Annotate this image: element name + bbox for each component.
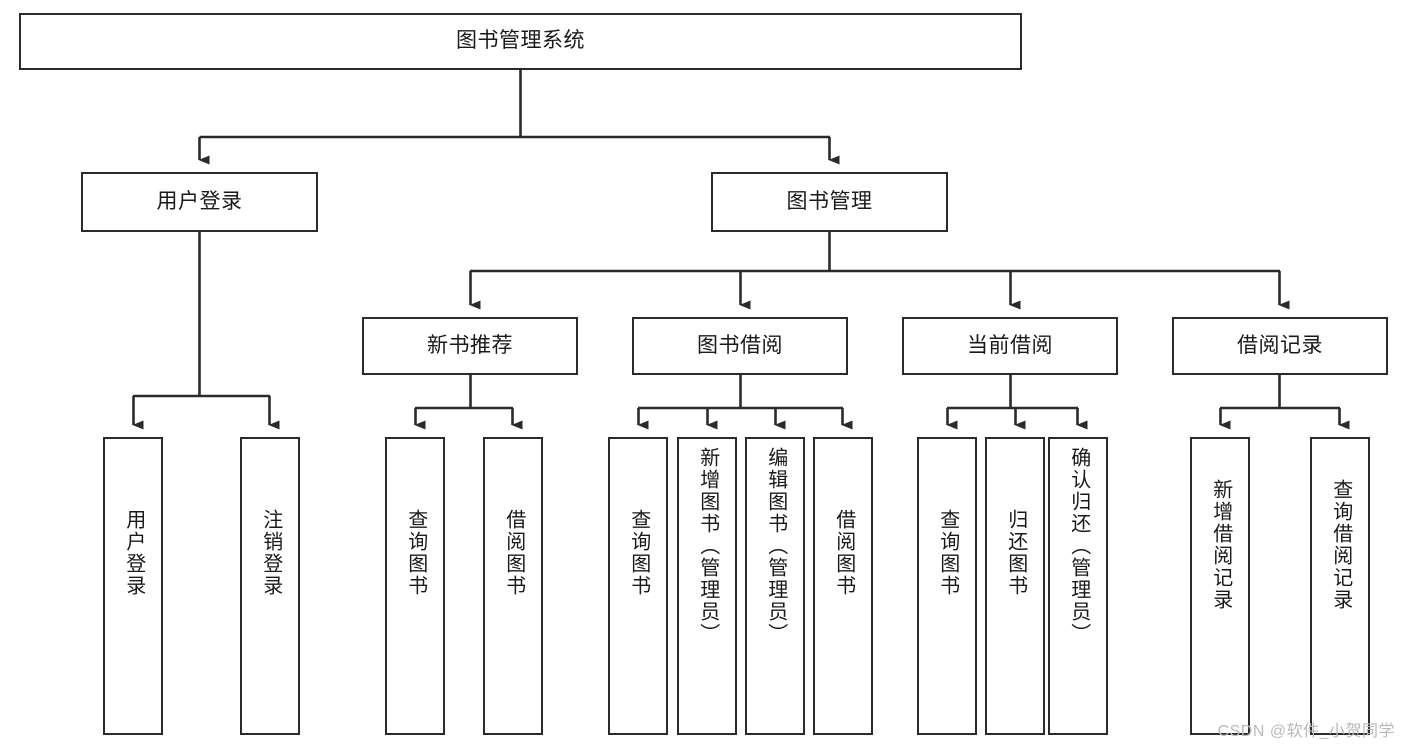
node-book-manage[interactable]: 图书管理	[711, 172, 948, 232]
node-book-borrow-label: 图书借阅	[697, 333, 783, 357]
edge-group-book-manage	[469, 232, 1290, 310]
node-leaf-logout-label: 注销登录	[259, 509, 282, 597]
node-leaf-query-book-current[interactable]: 查询图书	[917, 437, 977, 735]
node-leaf-return-book[interactable]: 归还图书	[985, 437, 1045, 735]
csdn-watermark: CSDN @软件_小贺同学	[1217, 723, 1395, 740]
edge-group-new-book-recommend	[414, 375, 523, 430]
node-leaf-borrow-book-recommend-label: 借阅图书	[502, 509, 525, 597]
node-leaf-borrow-book-recommend[interactable]: 借阅图书	[483, 437, 543, 735]
node-leaf-borrow-book[interactable]: 借阅图书	[813, 437, 873, 735]
node-leaf-add-book-admin[interactable]: 新增图书（管理员）	[677, 437, 737, 735]
node-new-book-recommend[interactable]: 新书推荐	[362, 317, 578, 375]
edge-group-current-borrow	[946, 375, 1088, 430]
node-new-book-recommend-label: 新书推荐	[427, 333, 513, 357]
node-borrow-record[interactable]: 借阅记录	[1172, 317, 1388, 375]
node-leaf-confirm-return-admin[interactable]: 确认归还（管理员）	[1048, 437, 1108, 735]
node-leaf-return-book-label: 归还图书	[1004, 509, 1027, 597]
node-leaf-query-book-recommend[interactable]: 查询图书	[385, 437, 445, 735]
node-book-manage-label: 图书管理	[786, 189, 873, 213]
node-leaf-edit-book-admin[interactable]: 编辑图书（管理员）	[745, 437, 805, 735]
node-leaf-query-book-current-label: 查询图书	[936, 509, 959, 597]
edge-group-borrow-record	[1219, 375, 1350, 430]
node-leaf-query-book-recommend-label: 查询图书	[404, 509, 427, 597]
node-book-borrow[interactable]: 图书借阅	[632, 317, 848, 375]
node-leaf-query-book-borrow-label: 查询图书	[627, 509, 650, 597]
node-leaf-query-book-borrow[interactable]: 查询图书	[608, 437, 668, 735]
edge-group-user-login	[132, 232, 280, 430]
node-leaf-query-borrow-record[interactable]: 查询借阅记录	[1310, 437, 1370, 735]
node-current-borrow-label: 当前借阅	[967, 333, 1053, 357]
node-leaf-edit-book-admin-label: 编辑图书（管理员）	[764, 447, 787, 645]
node-leaf-confirm-return-admin-label: 确认归还（管理员）	[1067, 447, 1090, 645]
node-leaf-add-book-admin-label: 新增图书（管理员）	[696, 447, 719, 645]
node-root[interactable]: 图书管理系统	[19, 13, 1022, 70]
node-leaf-logout[interactable]: 注销登录	[240, 437, 300, 735]
edge-group-book-borrow	[637, 375, 853, 430]
node-root-label: 图书管理系统	[456, 29, 585, 53]
node-current-borrow[interactable]: 当前借阅	[902, 317, 1118, 375]
node-leaf-user-login[interactable]: 用户登录	[103, 437, 163, 735]
edge-group-root	[198, 70, 840, 165]
node-leaf-user-login-label: 用户登录	[122, 509, 145, 597]
node-leaf-borrow-book-label: 借阅图书	[832, 509, 855, 597]
node-user-login-label: 用户登录	[156, 189, 243, 213]
node-borrow-record-label: 借阅记录	[1237, 333, 1323, 357]
node-leaf-add-borrow-record-label: 新增借阅记录	[1209, 479, 1232, 611]
node-leaf-query-borrow-record-label: 查询借阅记录	[1329, 479, 1352, 611]
node-user-login[interactable]: 用户登录	[81, 172, 318, 232]
node-leaf-add-borrow-record[interactable]: 新增借阅记录	[1190, 437, 1250, 735]
